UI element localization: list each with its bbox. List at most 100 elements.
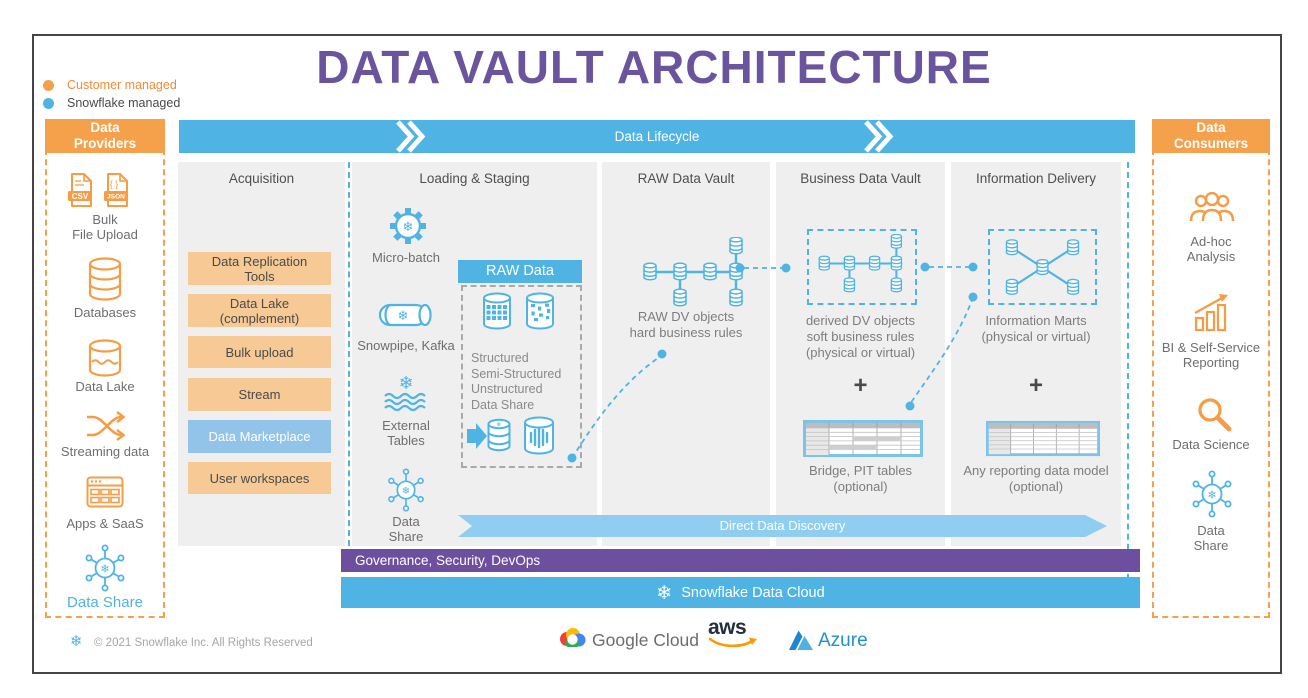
aws-logo: aws [708,616,760,650]
semi-structured-database-icon [523,292,557,330]
snowflake-pipe-icon: ❄ [378,297,434,333]
bar-chart-growth-icon [1192,293,1232,333]
aws-smile-icon [708,637,757,648]
unstructured-audio-database-icon [521,416,557,456]
chevron-separator-icon [864,120,894,153]
structured-database-icon [480,292,514,330]
snowflake-data-cloud-bar: ❄ Snowflake Data Cloud [341,577,1140,608]
dashed-separator [348,162,350,546]
provider-label-data-lake: Data Lake [75,379,135,394]
svg-text:❄: ❄ [398,373,413,394]
svg-text:{ }: { } [110,179,119,189]
app-window-icon [86,476,124,508]
raw-data-types: Structured Semi-Structured Unstructured … [471,351,562,412]
chevron-separator-icon [396,120,426,153]
azure-icon [788,629,814,651]
csv-file-icon: CSV [66,172,96,208]
provider-label-apps-saas: Apps & SaaS [66,516,144,531]
snowflake-data-cloud-label: Snowflake Data Cloud [681,584,825,601]
derived-dv-caption: derived DV objects soft business rules (… [805,313,916,360]
copyright-text: © 2021 Snowflake Inc. All Rights Reserve… [94,637,313,649]
legend-dot-snowflake-managed [43,98,54,109]
information-marts-icon [993,236,1092,299]
reporting-table-icon [986,420,1100,457]
loading-label-data-share: Data Share [388,514,424,544]
load-into-database-icon: ❄ [466,416,512,456]
provider-label-streaming-data: Streaming data [60,444,150,459]
direct-data-discovery-arrow: Direct Data Discovery [458,515,1107,537]
provider-label-bulk-file-upload: Bulk File Upload [72,212,138,242]
loading-label-micro-batch: Micro-batch [372,250,440,265]
people-group-icon [1189,192,1235,222]
snowflake-gear-icon: ❄ [385,203,431,249]
snowflake-icon: ❄ [70,632,83,650]
svg-text:CSV: CSV [72,192,89,201]
google-cloud-logo-text: Google Cloud [592,630,700,650]
raw-data-header: RAW Data [458,260,582,283]
acquisition-box-user-workspaces: User workspaces [188,462,331,494]
business-data-vault-column [776,162,945,546]
consumer-label-data-science: Data Science [1172,437,1250,452]
derived-dv-dashed-box [807,229,917,305]
column-header-business-data-vault: Business Data Vault [800,171,921,186]
bridge-pit-caption: Bridge, PIT tables (optional) [808,463,913,494]
data-providers-header: Data Providers [45,119,165,153]
snowflake-network-icon: ❄ [83,544,127,592]
magnifier-icon [1196,396,1232,432]
column-header-acquisition: Acquisition [228,171,295,186]
svg-text:❄: ❄ [100,563,109,576]
plus-sign: + [853,372,868,399]
svg-text:❄: ❄ [496,422,501,429]
raw-dv-caption: RAW DV objects hard business rules [629,309,743,340]
snowflake-icon: ❄ [656,581,673,604]
aws-logo-text: aws [708,616,747,639]
legend-dot-customer-managed [43,80,54,91]
legend-label-customer-managed: Customer managed [67,78,177,92]
google-cloud-icon [556,626,588,653]
svg-text:JSON: JSON [107,194,125,201]
acquisition-box-bulk-upload: Bulk upload [188,336,331,368]
legend-label-snowflake-managed: Snowflake managed [67,96,181,110]
loading-label-snowpipe-kafka: Snowpipe, Kafka [357,338,455,353]
information-marts-dashed-box [988,229,1097,305]
snowflake-waves-icon: ❄ [381,372,431,414]
snowflake-network-icon: ❄ [384,468,428,512]
column-header-raw-data-vault: RAW Data Vault [637,171,735,186]
derived-dv-objects-icon [810,234,914,293]
azure-logo-text: Azure [818,630,868,651]
reporting-model-caption: Any reporting data model (optional) [963,463,1109,494]
column-header-loading-staging: Loading & Staging [419,171,530,186]
diagram-frame [32,34,1282,674]
column-header-information-delivery: Information Delivery [975,171,1097,186]
consumer-label-ad-hoc-analysis: Ad-hoc Analysis [1186,234,1236,264]
dashed-separator [1127,162,1129,600]
acquisition-box-data-lake-complement: Data Lake (complement) [188,294,331,327]
acquisition-box-data-marketplace: Data Marketplace [188,420,331,453]
data-consumers-header: Data Consumers [1152,119,1270,153]
raw-data-staging-box [461,285,582,468]
information-delivery-column [951,162,1121,546]
svg-text:❄: ❄ [402,486,410,497]
svg-text:❄: ❄ [403,220,414,235]
svg-text:❄: ❄ [398,309,409,324]
acquisition-box-data-replication-tools: Data Replication Tools [188,252,331,285]
snowflake-network-icon: ❄ [1190,470,1234,518]
diagram-title: DATA VAULT ARCHITECTURE [316,41,992,93]
consumer-label-bi-reporting: BI & Self-Service Reporting [1161,340,1261,370]
acquisition-box-stream: Stream [188,378,331,411]
database-stack-icon [85,256,125,302]
information-marts-caption: Information Marts (physical or virtual) [981,313,1091,344]
svg-text:❄: ❄ [1207,489,1216,502]
consumer-label-data-share: Data Share [1193,523,1229,553]
shuffle-arrows-icon [85,410,125,442]
provider-label-databases: Databases [73,305,137,320]
governance-bar: Governance, Security, DevOps [341,549,1140,572]
data-lifecycle-banner: Data Lifecycle [179,120,1135,153]
bridge-pit-table-icon [803,420,923,457]
json-file-icon: { } JSON [102,172,132,208]
provider-label-data-share: Data Share [67,594,143,611]
data-lake-cylinder-icon [85,338,125,378]
raw-data-vault-column [602,162,770,546]
